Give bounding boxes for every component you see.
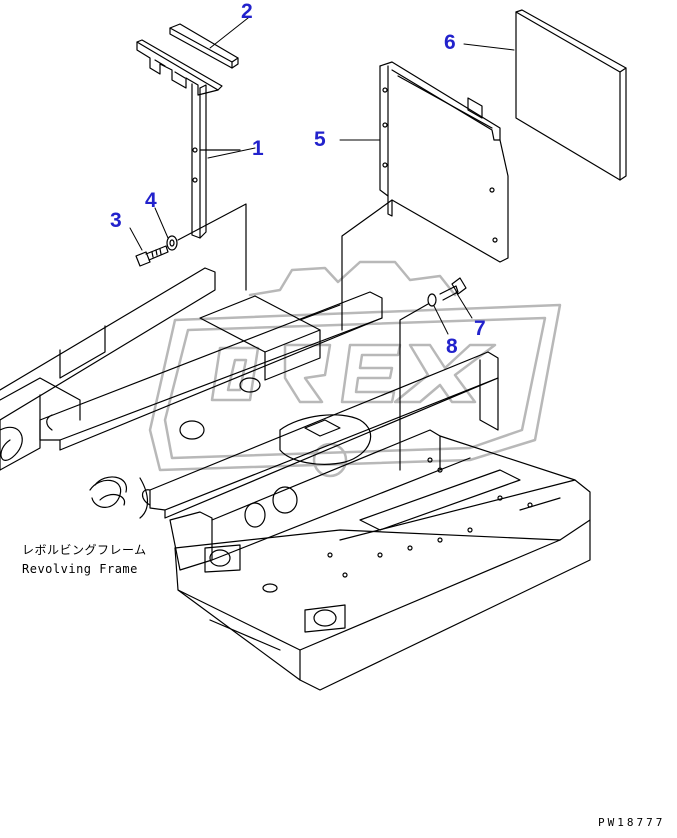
part-6-pad bbox=[515, 9, 627, 181]
callout-5: 5 bbox=[314, 128, 326, 151]
callout-7: 7 bbox=[474, 317, 486, 340]
drawing-code: PW18777 bbox=[598, 816, 666, 829]
part-4-washer bbox=[166, 235, 178, 251]
frame-label-english: Revolving Frame bbox=[22, 562, 138, 576]
callout-6: 6 bbox=[444, 31, 456, 54]
part-8-washer bbox=[427, 293, 437, 307]
part-1-bracket bbox=[136, 39, 241, 239]
revolving-frame bbox=[0, 267, 591, 691]
part-3-bolt bbox=[135, 245, 169, 267]
part-5-panel bbox=[341, 61, 509, 331]
frame-label-japanese: レボルビングフレーム bbox=[22, 543, 147, 557]
leader-lines bbox=[129, 17, 515, 335]
part-2-bar bbox=[169, 23, 239, 69]
callout-8: 8 bbox=[446, 335, 458, 358]
callout-4: 4 bbox=[145, 189, 157, 212]
callout-1: 1 bbox=[252, 137, 264, 160]
orex-watermark bbox=[148, 260, 562, 478]
callout-3: 3 bbox=[110, 209, 122, 232]
callout-2: 2 bbox=[241, 0, 253, 23]
part-7-bolt bbox=[439, 277, 467, 301]
